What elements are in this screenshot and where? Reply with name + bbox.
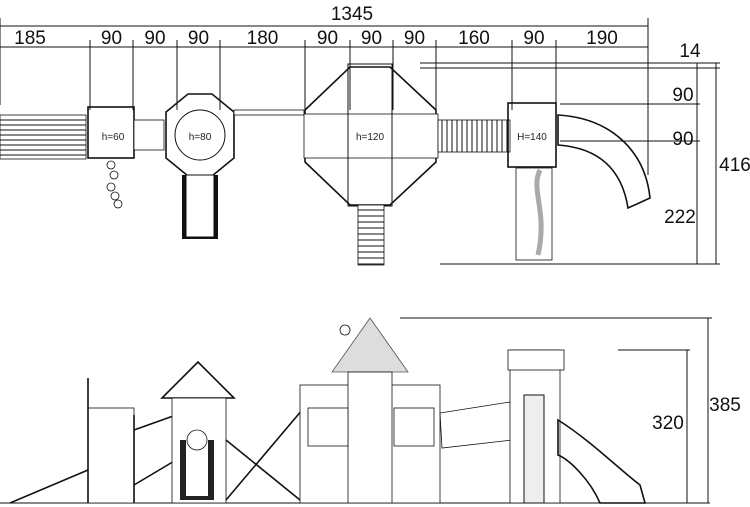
dim-total-depth: 416 — [719, 155, 750, 176]
dim-lower: 222 — [664, 207, 696, 228]
height-label-4: H=140 — [517, 132, 547, 143]
dim-total-width: 1345 — [331, 4, 373, 25]
dim-segment: 190 — [586, 28, 618, 49]
dim-segment: 90 — [188, 28, 209, 49]
dim-segment: 90 — [404, 28, 425, 49]
dim-segment: 160 — [458, 28, 490, 49]
dim-middle: 90 — [672, 129, 693, 150]
dim-segment: 180 — [247, 28, 279, 49]
dim-segment: 90 — [317, 28, 338, 49]
dim-segment: 185 — [14, 28, 46, 49]
curved-slide — [557, 114, 651, 210]
dim-upper: 90 — [672, 85, 693, 106]
height-label-2: h=80 — [189, 132, 212, 143]
ring-ladder — [106, 160, 123, 209]
elevation-slide — [557, 418, 647, 504]
dim-segment: 90 — [144, 28, 165, 49]
dim-segment: 90 — [101, 28, 122, 49]
dim-total-height: 385 — [709, 395, 741, 416]
dim-platform-height: 320 — [652, 413, 684, 434]
tower-h140 — [507, 102, 557, 168]
dim-offset: 14 — [679, 41, 701, 62]
right-dimension-lines — [420, 62, 720, 265]
height-label-3: h=120 — [356, 132, 385, 143]
top-dimension-lines — [0, 18, 649, 175]
plan-view: h=60 h=80 h=120 H=140 — [0, 63, 651, 266]
dim-segment: 90 — [361, 28, 382, 49]
dim-segment: 90 — [523, 28, 544, 49]
height-label-1: h=60 — [102, 132, 125, 143]
elevation-view — [0, 317, 712, 504]
